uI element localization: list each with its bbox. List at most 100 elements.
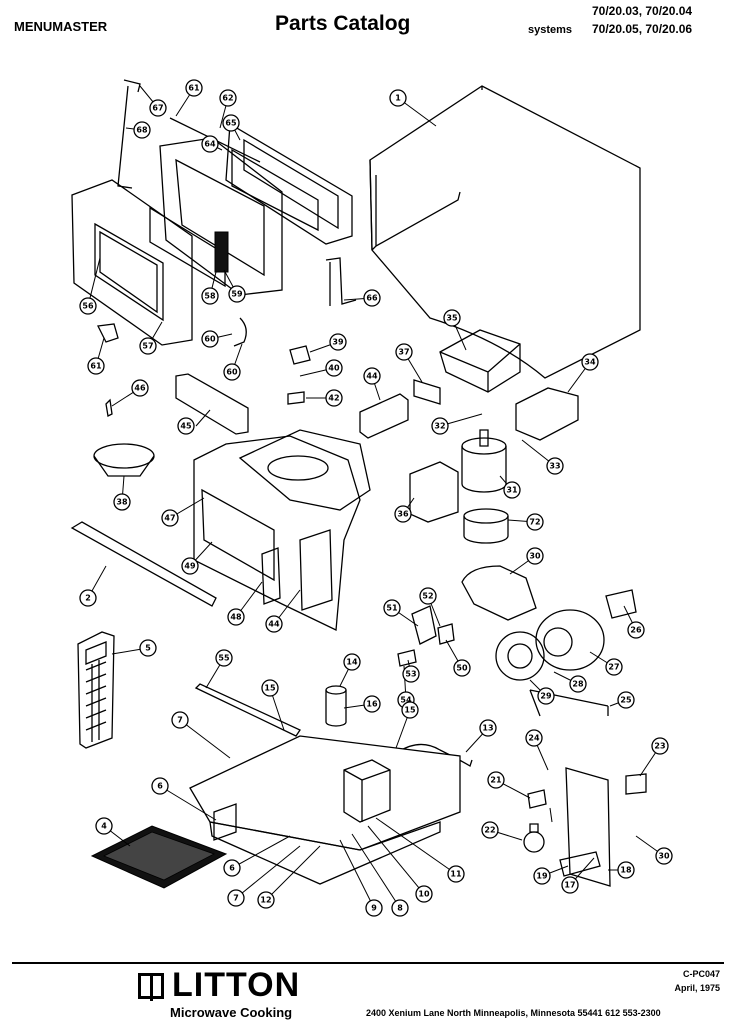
callout-7: 7 bbox=[171, 711, 189, 729]
callout-42: 38 bbox=[113, 493, 131, 511]
callout-46b: 44 bbox=[265, 615, 283, 633]
svg-text:26: 26 bbox=[630, 626, 642, 635]
litton-logo-mark bbox=[138, 973, 164, 1001]
svg-text:18: 18 bbox=[620, 866, 632, 875]
svg-text:4: 4 bbox=[101, 822, 107, 831]
svg-text:36: 36 bbox=[397, 510, 409, 519]
svg-text:27: 27 bbox=[608, 663, 619, 672]
callout-13: 10 bbox=[415, 885, 433, 903]
part-filter bbox=[90, 825, 228, 889]
svg-text:37: 37 bbox=[398, 348, 409, 357]
svg-text:66: 66 bbox=[366, 294, 378, 303]
svg-text:44: 44 bbox=[268, 620, 280, 629]
part-fan-assembly bbox=[495, 589, 637, 717]
svg-text:49: 49 bbox=[184, 562, 196, 571]
svg-text:32: 32 bbox=[434, 422, 445, 431]
svg-text:15: 15 bbox=[264, 684, 276, 693]
part-capacitor bbox=[325, 685, 347, 727]
callout-33b: 30 bbox=[655, 847, 673, 865]
callout-61: 58 bbox=[201, 287, 219, 305]
callout-49: 47 bbox=[161, 509, 179, 527]
callout-36: 33 bbox=[546, 457, 564, 475]
part-switch-53 bbox=[411, 605, 437, 645]
callout-10: 12 bbox=[257, 891, 275, 909]
svg-text:56: 56 bbox=[82, 302, 94, 311]
svg-text:44: 44 bbox=[366, 372, 378, 381]
svg-text:59: 59 bbox=[231, 290, 243, 299]
callout-39: 36 bbox=[394, 505, 412, 523]
part-ring-72 bbox=[463, 508, 509, 544]
svg-text:19: 19 bbox=[536, 872, 548, 881]
svg-text:53: 53 bbox=[405, 670, 416, 679]
callout-4: 4 bbox=[95, 817, 113, 835]
part-bracket-23 bbox=[559, 851, 601, 877]
part-switch-26 bbox=[625, 773, 647, 795]
callout-67: 64 bbox=[201, 135, 219, 153]
page-title: Parts Catalog bbox=[275, 12, 411, 35]
part-channel-47 bbox=[175, 373, 249, 435]
callout-46a: 44 bbox=[363, 367, 381, 385]
svg-text:68: 68 bbox=[136, 126, 148, 135]
part-switch-54 bbox=[437, 623, 455, 645]
svg-text:38: 38 bbox=[116, 498, 128, 507]
callout-5: 5 bbox=[139, 639, 157, 657]
svg-text:57: 57 bbox=[142, 342, 153, 351]
part-latch-rod bbox=[117, 79, 141, 189]
part-rod-57 bbox=[194, 683, 301, 737]
svg-text:11: 11 bbox=[450, 870, 462, 879]
callout-32: 29 bbox=[537, 687, 555, 705]
svg-text:16: 16 bbox=[366, 700, 378, 709]
systems-label: systems bbox=[528, 24, 573, 36]
callout-24: 21 bbox=[487, 771, 505, 789]
callout-44: 40 bbox=[325, 359, 343, 377]
svg-text:39: 39 bbox=[332, 338, 344, 347]
svg-text:58: 58 bbox=[204, 292, 216, 301]
svg-text:50: 50 bbox=[456, 664, 468, 673]
svg-text:47: 47 bbox=[164, 514, 175, 523]
part-base-frame bbox=[209, 821, 441, 885]
part-power-cord bbox=[397, 743, 473, 767]
part-transformer bbox=[343, 759, 391, 823]
svg-text:61: 61 bbox=[188, 84, 200, 93]
document-code: C-PC047 bbox=[682, 969, 720, 979]
footer-address: 2400 Xenium Lane North Minneapolis, Minn… bbox=[366, 1008, 661, 1018]
callout-25: 22 bbox=[481, 821, 499, 839]
svg-text:13: 13 bbox=[482, 724, 493, 733]
callout-59: 56 bbox=[79, 297, 97, 315]
svg-text:42: 42 bbox=[328, 394, 339, 403]
svg-text:12: 12 bbox=[260, 896, 271, 905]
svg-text:51: 51 bbox=[386, 604, 398, 613]
part-base-plate bbox=[189, 735, 461, 851]
callout-65b: 61 bbox=[87, 357, 105, 375]
part-cabinet-wrap bbox=[369, 85, 641, 379]
svg-text:30: 30 bbox=[529, 552, 541, 561]
document-date: April, 1975 bbox=[674, 983, 720, 993]
callout-53: 51 bbox=[383, 599, 401, 617]
callout-55: 53 bbox=[402, 665, 420, 683]
callout-70: 67 bbox=[149, 99, 167, 117]
part-bracket-69 bbox=[325, 257, 357, 306]
models-line-2: 70/20.05, 70/20.06 bbox=[592, 22, 693, 36]
svg-text:60: 60 bbox=[204, 335, 216, 344]
part-43 bbox=[289, 345, 311, 365]
part-catch bbox=[97, 323, 119, 343]
svg-text:22: 22 bbox=[484, 826, 495, 835]
callout-19: 16 bbox=[363, 695, 381, 713]
svg-text:7: 7 bbox=[177, 716, 183, 725]
svg-text:65: 65 bbox=[225, 119, 237, 128]
callout-66: 62 bbox=[219, 89, 237, 107]
callout-18: 15 bbox=[261, 679, 279, 697]
callout-69: 66 bbox=[363, 289, 381, 307]
part-bulb bbox=[523, 823, 545, 853]
part-component-24 bbox=[527, 789, 547, 809]
svg-text:8: 8 bbox=[397, 904, 403, 913]
svg-text:60: 60 bbox=[226, 368, 238, 377]
callout-40: 37 bbox=[395, 343, 413, 361]
callout-54: 52 bbox=[419, 587, 437, 605]
callout-48: 46 bbox=[131, 379, 149, 397]
callout-18b: 15 bbox=[401, 701, 419, 719]
callout-8: 7 bbox=[227, 889, 245, 907]
svg-text:30: 30 bbox=[658, 852, 670, 861]
callout-43: 39 bbox=[329, 333, 347, 351]
svg-text:25: 25 bbox=[620, 696, 632, 705]
